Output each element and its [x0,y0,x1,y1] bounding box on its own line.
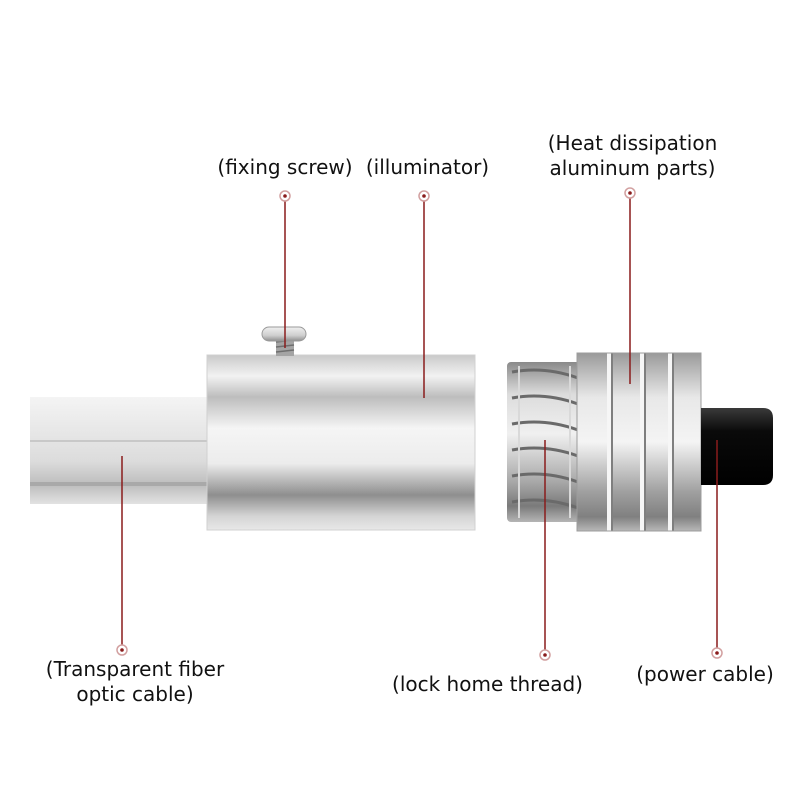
leader-lock-home-thread [539,440,551,661]
label-transparent-fiber-line1: (Transparent fiber [45,657,225,681]
label-transparent-fiber: (Transparent fiber optic cable) [30,657,240,707]
label-fixing-screw: (fixing screw) [195,155,375,180]
label-heat-dissipation-line1: (Heat dissipation [547,131,718,155]
power-cable [701,408,773,485]
label-fixing-screw-text: (fixing screw) [217,155,353,179]
label-heat-dissipation-line2: aluminum parts) [549,156,716,180]
leader-lines [116,187,723,661]
leader-fiber-cable [116,456,128,656]
fixing-screw [261,326,307,356]
fiber-optic-cable [30,397,208,504]
label-lock-home-thread-text: (lock home thread) [392,672,583,696]
leader-heat-dissipation [624,187,636,384]
leader-fixing-screw [279,190,291,348]
label-power-cable: (power cable) [620,662,790,687]
leader-power-cable [711,440,723,659]
label-illuminator-text: (illuminator) [365,155,490,179]
label-power-cable-text: (power cable) [636,662,774,686]
label-lock-home-thread: (lock home thread) [380,672,595,697]
label-heat-dissipation: (Heat dissipation aluminum parts) [535,131,730,181]
label-illuminator: (illuminator) [360,155,495,180]
label-transparent-fiber-line2: optic cable) [76,682,194,706]
leader-illuminator [418,190,430,398]
heat-dissipation-fins [576,352,702,532]
illuminator-body [206,354,476,531]
lock-home-thread [507,362,580,522]
